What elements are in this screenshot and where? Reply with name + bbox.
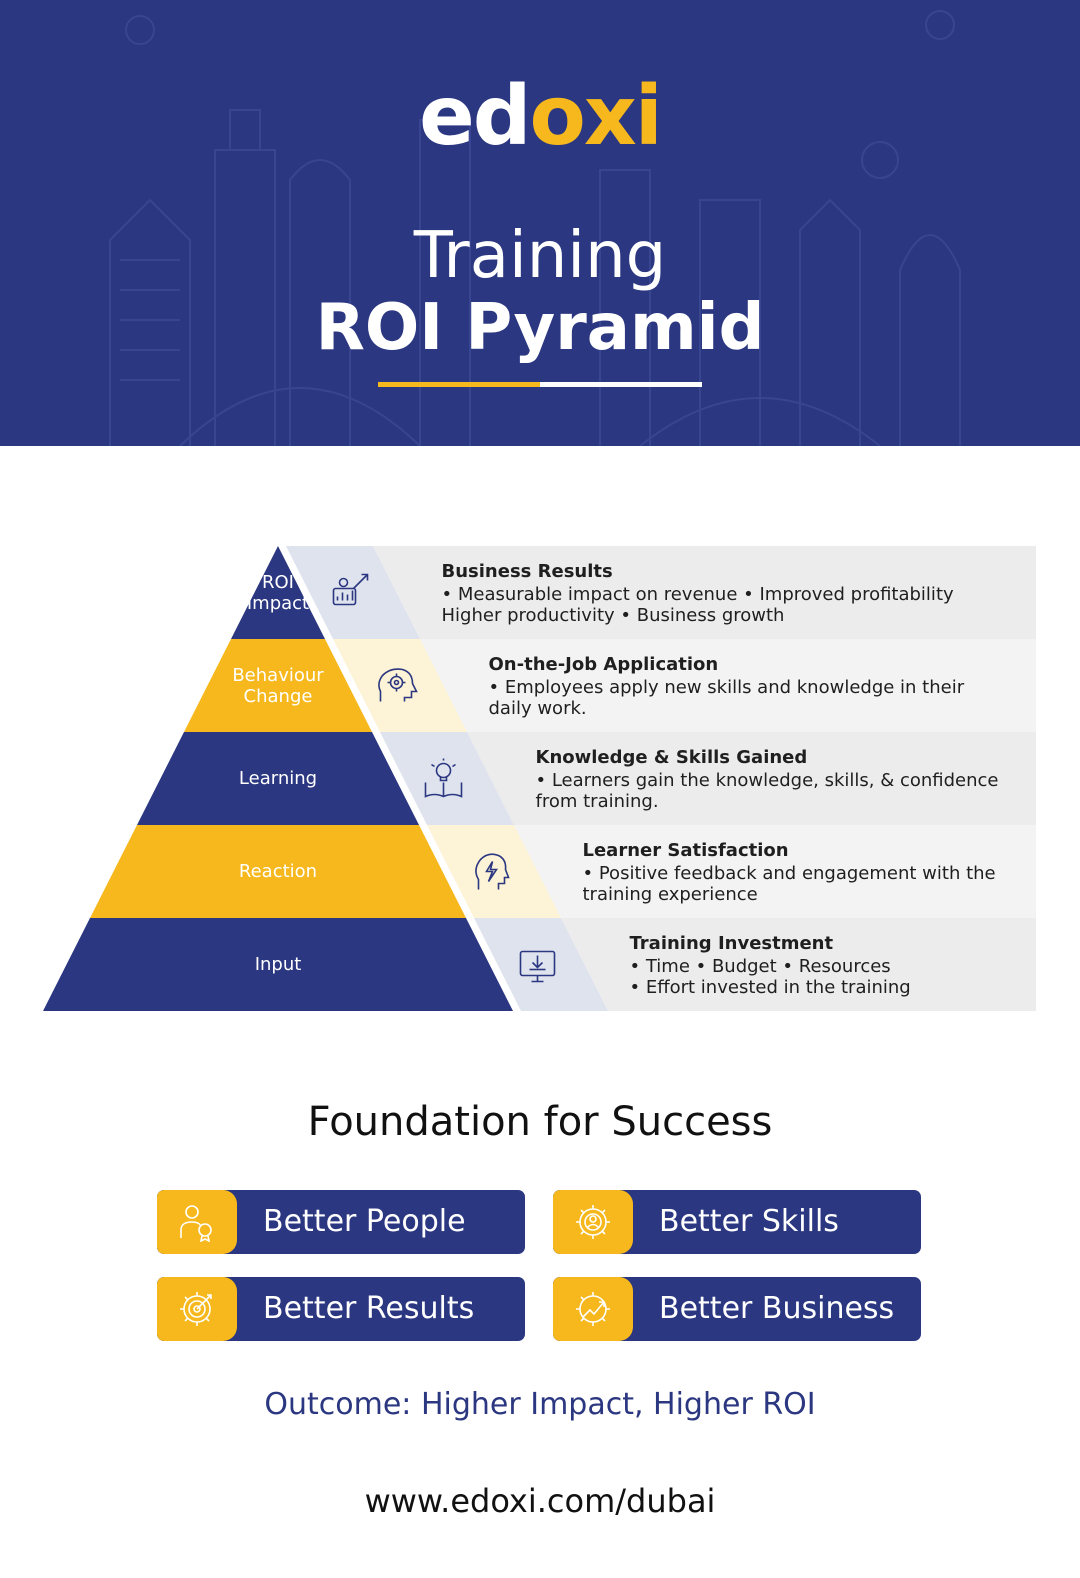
outcome-text: Outcome: Higher Impact, Higher ROI — [264, 1387, 816, 1422]
level-title: On-the-Job Application — [488, 654, 719, 675]
level-label-line: ROI — [262, 571, 294, 593]
foundation-title: Foundation for Success — [307, 1099, 773, 1145]
gear-growth-icon — [553, 1277, 633, 1341]
level-2-tier — [184, 639, 372, 732]
level-detail-line: • Employees apply new skills and knowled… — [488, 677, 965, 698]
level-detail-line: • Time • Budget • Resources — [629, 956, 891, 977]
level-detail-line: • Positive feedback and engagement with … — [582, 863, 996, 884]
level-4-icon-band — [427, 825, 561, 918]
level-5-tier — [43, 918, 513, 1011]
level-title: Training Investment — [629, 933, 834, 954]
pyramid-level-3 — [137, 732, 1036, 825]
underline-yellow-segment — [378, 382, 540, 387]
level-label-line: Change — [243, 685, 313, 707]
page-title-line1: Training — [413, 219, 667, 293]
book-bulb-icon — [424, 758, 463, 798]
header-banner: edoxi Training ROI Pyramid — [0, 0, 1080, 446]
level-3-text-panel — [467, 732, 1036, 825]
level-label-line: Impact — [246, 592, 310, 614]
level-detail-line: from training. — [535, 791, 659, 812]
pyramid-level-2 — [184, 639, 1036, 732]
level-detail-line: • Learners gain the knowledge, skills, &… — [535, 770, 999, 791]
level-detail-line: Higher productivity • Business growth — [441, 605, 785, 626]
level-5-label: Input — [198, 954, 358, 975]
pyramid-level-1 — [231, 546, 1036, 639]
better-skills-label: Better Skills — [659, 1204, 839, 1239]
better-results-card: Better Results — [157, 1277, 525, 1341]
level-5-text-panel — [561, 918, 1036, 1011]
underline-white-segment — [540, 382, 702, 387]
level-3-tier — [137, 732, 419, 825]
level-2-text-panel — [420, 639, 1036, 732]
level-4-text-panel — [514, 825, 1036, 918]
better-skills-card: Better Skills — [553, 1190, 921, 1254]
pyramid-level-4 — [90, 825, 1036, 918]
monitor-download-icon — [519, 950, 556, 983]
level-detail-line: daily work. — [488, 698, 587, 719]
gear-person-icon — [553, 1190, 633, 1254]
level-2-description: On-the-Job Application• Employees apply … — [489, 653, 965, 719]
rocket-chart-icon — [332, 573, 369, 606]
level-detail-line: • Measurable impact on revenue • Improve… — [441, 584, 954, 605]
level-title: Knowledge & Skills Gained — [535, 747, 808, 768]
level-1-description: Business Results• Measurable impact on r… — [442, 560, 954, 626]
level-1-tier — [231, 546, 325, 639]
edoxi-logo: edoxi — [419, 69, 663, 164]
website-url[interactable]: www.edoxi.com/dubai — [364, 1482, 716, 1520]
level-title: Learner Satisfaction — [582, 840, 789, 861]
city-skyline-illustration — [109, 10, 961, 446]
better-people-label: Better People — [263, 1204, 466, 1239]
better-business-label: Better Business — [659, 1291, 895, 1326]
level-title: Business Results — [441, 561, 613, 582]
gear-target-icon — [157, 1277, 237, 1341]
person-award-icon — [157, 1190, 237, 1254]
better-business-card: Better Business — [553, 1277, 921, 1341]
pyramid-level-5 — [43, 918, 1036, 1011]
level-4-tier — [90, 825, 466, 918]
page-title-line2: ROI Pyramid — [315, 291, 765, 365]
title-underline — [378, 382, 702, 387]
level-3-label: Learning — [198, 768, 358, 789]
level-1-text-panel — [373, 546, 1036, 639]
level-label-line: Input — [254, 954, 302, 975]
level-label-line: Reaction — [238, 861, 318, 882]
level-4-label: Reaction — [198, 861, 358, 882]
head-gears-icon — [378, 668, 418, 702]
better-results-label: Better Results — [263, 1291, 475, 1326]
pyramid-graphic — [43, 546, 1036, 1011]
roi-pyramid — [0, 540, 1080, 1020]
level-label-line: Learning — [238, 768, 318, 789]
head-bolt-icon — [475, 853, 510, 890]
level-5-description: Training Investment• Time • Budget • Res… — [630, 932, 911, 998]
level-detail-line: training experience — [582, 884, 758, 905]
level-4-description: Learner Satisfaction• Positive feedback … — [583, 839, 996, 905]
level-3-description: Knowledge & Skills Gained• Learners gain… — [536, 746, 999, 812]
better-people-card: Better People — [157, 1190, 525, 1254]
level-label-line: Behaviour — [232, 664, 324, 686]
level-2-icon-band — [333, 639, 467, 732]
level-detail-line: • Effort invested in the training — [629, 977, 911, 998]
